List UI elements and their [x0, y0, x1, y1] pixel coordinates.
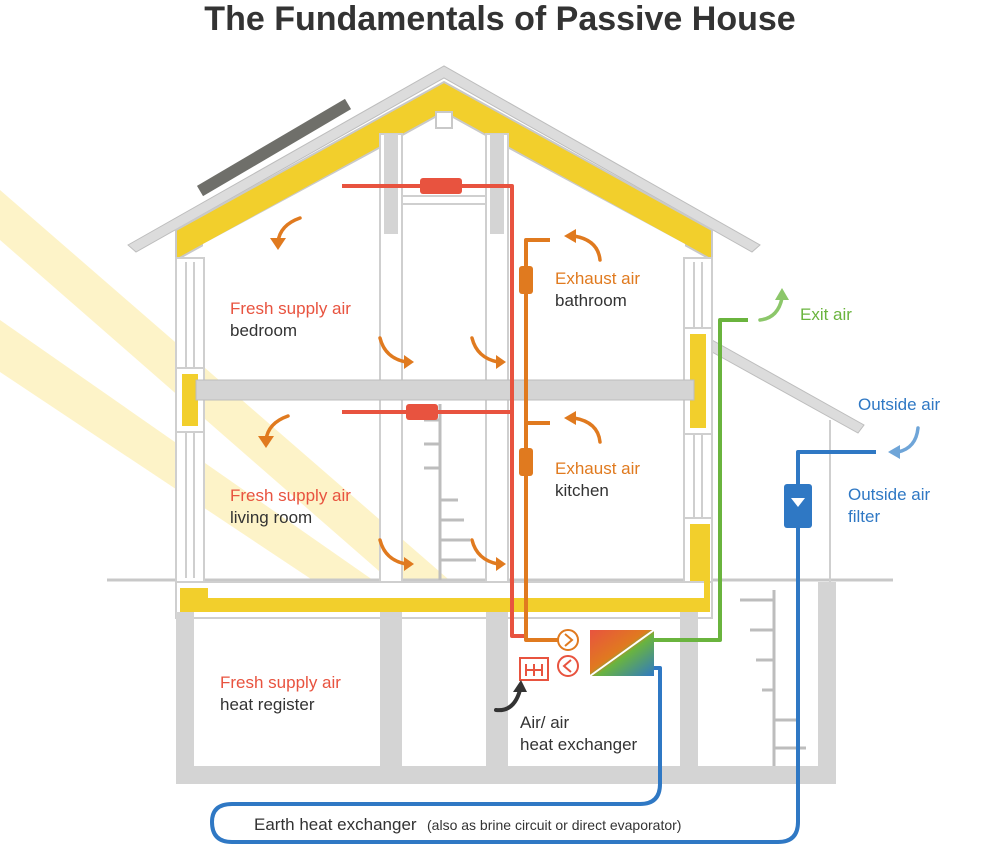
- living-room-label: living room: [230, 508, 312, 527]
- exchanger-fans: [557, 629, 579, 677]
- living-air-arrowheads: [258, 436, 506, 571]
- exit-air-arrow: [758, 288, 789, 322]
- roof: [127, 65, 761, 262]
- bedroom-air-arrowheads: [270, 238, 506, 369]
- air-air-heat-exchanger: [589, 629, 655, 677]
- annex-roof: [711, 339, 865, 434]
- outside-air-filter-label: Outside air: [848, 485, 931, 504]
- outside-air-label: Outside air: [858, 395, 941, 414]
- kitchen-room-label: kitchen: [555, 481, 609, 500]
- register-supply-label: Fresh supply air: [220, 673, 341, 692]
- exit-air-label: Exit air: [800, 305, 852, 324]
- bathroom-room-label: bathroom: [555, 291, 627, 310]
- living-supply-valve: [406, 404, 438, 420]
- living-supply-label: Fresh supply air: [230, 486, 351, 505]
- earth-heat-exchanger-main: Earth heat exchanger: [254, 815, 417, 834]
- exhaust-air-pipes: [524, 238, 558, 642]
- outside-air-pipe: [210, 450, 876, 844]
- heat-exchanger-pointer-arrow: [494, 680, 527, 713]
- basement: [175, 524, 836, 784]
- bathroom-exhaust-label: Exhaust air: [555, 269, 640, 288]
- bedroom-room-label: bedroom: [230, 321, 297, 340]
- heat-exchanger-label-line1: Air/ air: [520, 713, 569, 732]
- exhaust-air-arrowheads: [564, 229, 576, 425]
- kitchen-exhaust-label: Exhaust air: [555, 459, 640, 478]
- outside-air-arrow: [888, 426, 920, 459]
- floor-slab: [195, 379, 695, 401]
- bedroom-supply-valve: [420, 178, 462, 194]
- exhaust-air-arrows: [572, 234, 602, 444]
- heat-register: [519, 657, 549, 681]
- solar-panel: [196, 98, 352, 197]
- earth-heat-exchanger-note: (also as brine circuit or direct evapora…: [427, 817, 681, 833]
- kitchen-exhaust-valve: [519, 448, 533, 476]
- heat-exchanger-label-line2: heat exchanger: [520, 735, 638, 754]
- bedroom-supply-label: Fresh supply air: [230, 299, 351, 318]
- bathroom-exhaust-valve: [519, 266, 533, 294]
- filter-label: filter: [848, 507, 880, 526]
- outside-air-filter: [784, 484, 812, 528]
- staircase: [424, 404, 476, 580]
- earth-heat-exchanger-label: Earth heat exchanger (also as brine circ…: [254, 815, 681, 834]
- heat-register-label: heat register: [220, 695, 315, 714]
- diagram-title: The Fundamentals of Passive House: [204, 0, 795, 38]
- exit-air-pipe: [654, 318, 748, 642]
